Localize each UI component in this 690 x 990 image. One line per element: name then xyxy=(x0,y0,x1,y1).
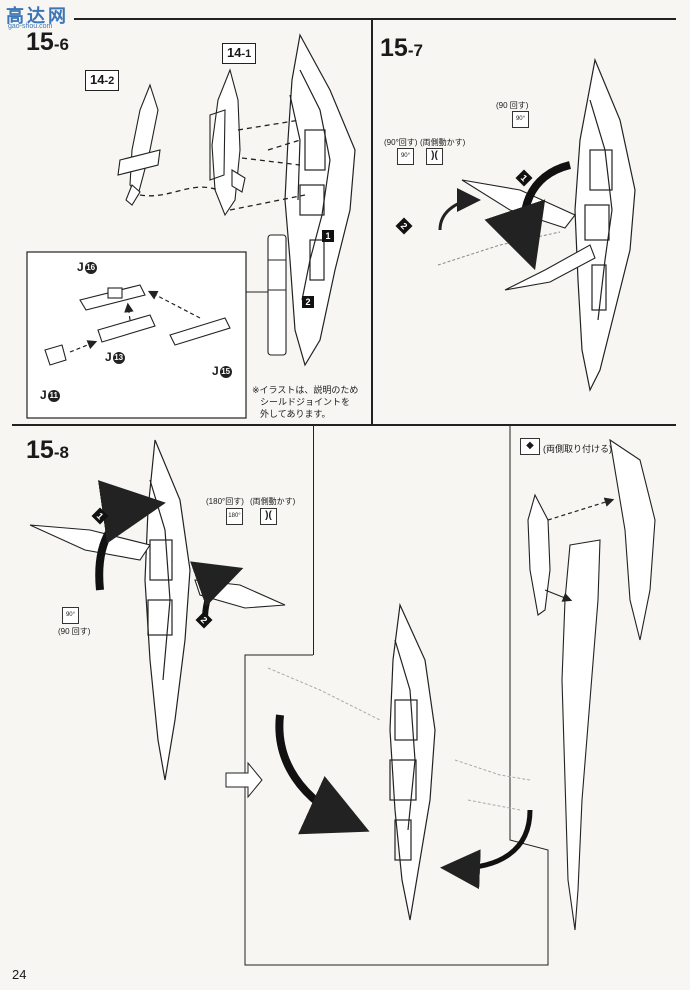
inset-frame xyxy=(26,251,247,419)
rotate-90-label-8: (90 回す) xyxy=(58,627,91,636)
divider-vertical-bottom xyxy=(313,425,314,655)
shield-main-15-7 xyxy=(574,57,636,392)
wing-ghost-15-7 xyxy=(437,231,561,266)
right-panel-parts xyxy=(527,438,656,931)
move-both-sides-label-8: (両側動かす) xyxy=(250,497,296,506)
step-title-15-7: 15-7 xyxy=(380,34,423,62)
wing-upper-15-7 xyxy=(461,179,576,229)
move-both-sides-icon-7: )( xyxy=(426,148,443,165)
illustration-note: ※イラストは、説明のため シールドジョイントを 外してあります。 xyxy=(252,385,359,419)
small-arrow-15-7 xyxy=(438,188,481,231)
part-label-14-1: 14-1 xyxy=(222,43,257,64)
shield-bottom-15-8 xyxy=(389,602,436,921)
rotate-180-icon: 180° xyxy=(226,508,243,525)
part-14-2-drawing xyxy=(117,83,161,206)
rotate-90-icon-8: 90° xyxy=(62,607,79,624)
curved-arrow-bottom-right xyxy=(440,809,533,890)
logo-text: 高达网 xyxy=(6,6,69,26)
divider-horizontal-mid xyxy=(12,424,676,426)
move-both-sides-label-7: (両側動かす) xyxy=(420,138,466,147)
rotate-90-label-left: (90°回す) xyxy=(384,138,418,147)
badge-2-15-6: 2 xyxy=(302,296,314,308)
sub-frame-outline xyxy=(244,654,549,966)
rotate-180-label: (180°回す) xyxy=(206,497,244,506)
page-number: 24 xyxy=(12,967,27,982)
curved-arrow-bottom-left xyxy=(275,714,370,835)
joint-arrows xyxy=(69,290,201,353)
wing-lower-15-7 xyxy=(504,244,596,291)
wing-ghost-15-8 xyxy=(267,667,531,811)
divider-vertical-top xyxy=(371,19,373,425)
rotate-90-icon: 90° xyxy=(512,111,529,128)
site-logo: 高达网 gao-shou.com xyxy=(2,2,82,32)
shield-main-15-6 xyxy=(284,33,356,367)
rotate-90-label-top: (90 回す) xyxy=(496,101,529,110)
grip-handle xyxy=(267,234,287,356)
step-title-15-8: 15-8 xyxy=(26,436,69,464)
step-title-15-6: 15-6 xyxy=(26,28,69,56)
part-14-1-drawing xyxy=(209,68,246,217)
arrow-1-15-8 xyxy=(95,480,166,591)
wing-left-15-8 xyxy=(29,524,151,561)
shield-left-15-8 xyxy=(144,439,191,781)
top-rule xyxy=(74,18,676,20)
badge-1-15-6: 1 xyxy=(322,230,334,242)
joint-parts xyxy=(44,284,231,366)
attach-both-sides-label: (両側取り付ける) xyxy=(543,444,612,454)
attach-both-sides-icon: ◆ xyxy=(520,438,540,455)
part-label-14-2: 14-2 xyxy=(85,70,120,91)
rotate-90-icon-left: 90° xyxy=(397,148,414,165)
move-both-sides-icon-8: )( xyxy=(260,508,277,525)
dashed-connectors-15-6 xyxy=(139,119,306,211)
logo-url: gao-shou.com xyxy=(8,23,53,30)
next-step-arrow xyxy=(225,761,263,799)
big-arrow-15-7 xyxy=(484,161,572,271)
